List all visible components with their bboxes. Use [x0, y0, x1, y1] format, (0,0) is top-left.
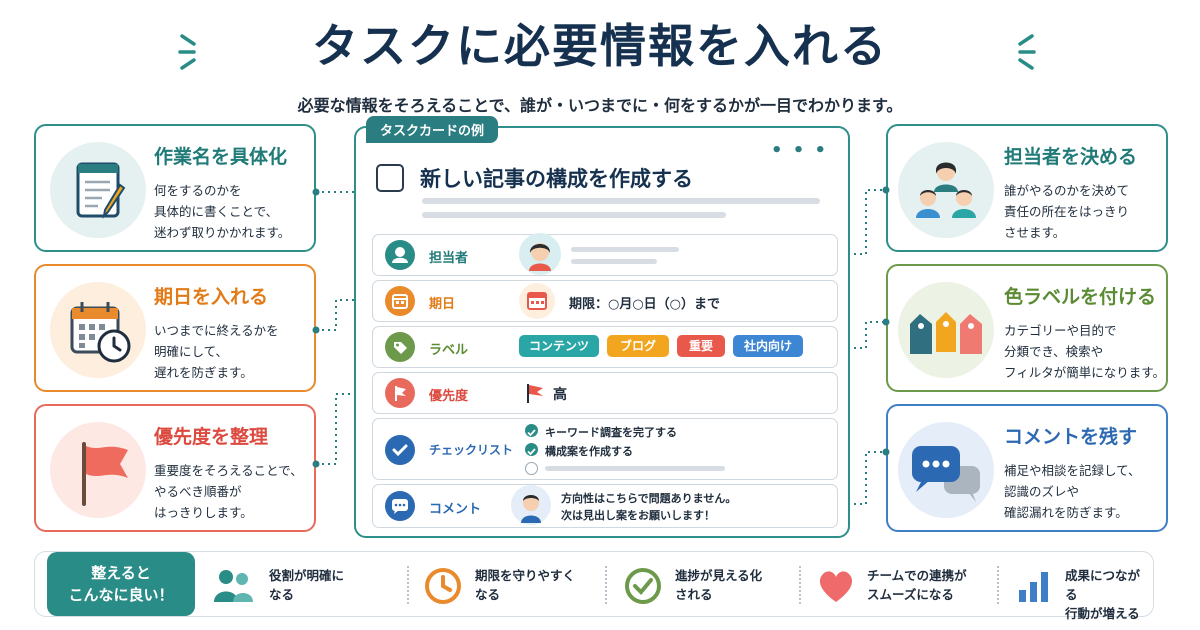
benefit-item: 成果につながる 行動が増える: [1015, 552, 1151, 621]
placeholder-line: [422, 198, 820, 204]
bar-chart-icon: [1019, 572, 1048, 602]
card-due-date: 期日を入れる いつまでに終えるかを 明確にして、 遅れを防ぎます。: [34, 264, 316, 392]
benefit-text: チームでの連携が スムーズになる: [867, 568, 967, 602]
checklist-item: 構成案を作成する: [545, 445, 633, 458]
benefits-tag: 整えると こんなに良い！: [47, 552, 195, 616]
red-flag-icon: [527, 384, 543, 403]
card-heading: 期日を入れる: [154, 286, 269, 308]
card-task-name: 作業名を具体化 何をするのかを 具体的に書くことで、 迷わず取りかかれます。: [34, 124, 316, 252]
row-label: コメント: [429, 502, 482, 517]
benefit-text: 進捗が見える化 される: [675, 568, 763, 602]
people-icon: [898, 142, 994, 238]
separator: [605, 566, 607, 604]
checked-icon[interactable]: [525, 443, 538, 456]
chip-internal[interactable]: 社内向け: [733, 335, 803, 357]
clock-icon: [425, 568, 461, 604]
tags-icon: [898, 282, 994, 378]
card-heading: 担当者を決める: [1004, 146, 1138, 168]
row-label: 優先度: [429, 389, 469, 404]
page-subtitle: 必要な情報をそろえることで、誰が・いつまでに・何をするかが一目でわかります。: [297, 96, 903, 115]
card-desc: カテゴリーや目的で 分類でき、検索や フィルタが簡単になります。: [1004, 323, 1166, 380]
checklist-item: キーワード調査を完了する: [545, 426, 677, 439]
chip-blog[interactable]: ブログ: [607, 335, 669, 357]
row-label: 期日: [429, 297, 456, 312]
placeholder-line: [571, 259, 657, 264]
benefit-item: 期限を守りやすく なる: [423, 552, 603, 616]
heart-icon: [819, 571, 853, 602]
placeholder-line: [422, 212, 726, 218]
more-options-icon[interactable]: • • •: [770, 140, 828, 161]
chat-bubbles-icon: [898, 422, 994, 518]
benefit-item: チームでの連携が スムーズになる: [815, 552, 1005, 616]
avatar: [519, 233, 561, 275]
unchecked-icon[interactable]: [525, 462, 538, 475]
benefit-text: 期限を守りやすく なる: [475, 568, 576, 602]
tag-icon: [385, 332, 415, 362]
sparkle-left-icon: [178, 34, 196, 70]
task-checkbox[interactable]: [376, 164, 404, 192]
page-title: タスクに必要情報を入れる: [312, 19, 888, 73]
comment-text: 方向性はこちらで問題ありません。 次は見出し案をお願いします！: [561, 490, 736, 524]
separator: [407, 566, 409, 604]
benefits-bar: 整えると こんなに良い！ 役割が明確に なる 期限を守りやすく なる 進捗が見え…: [34, 551, 1154, 621]
task-title: 新しい記事の構成を作成する: [420, 167, 693, 191]
card-comment: コメントを残す 補足や相談を記録して、 認識のズレや 確認漏れを防ぎます。: [886, 404, 1168, 532]
task-card-example: タスクカードの例 • • • 新しい記事の構成を作成する 担当者 期日 期限：○…: [354, 116, 850, 538]
checked-icon[interactable]: [525, 424, 538, 437]
row-priority[interactable]: 優先度 高: [372, 372, 838, 414]
row-label: 担当者: [429, 251, 469, 266]
placeholder-line: [571, 247, 679, 252]
card-desc: 補足や相談を記録して、 認識のズレや 確認漏れを防ぎます。: [1004, 463, 1141, 520]
row-label-tags[interactable]: ラベル コンテンツ ブログ 重要 社内向け: [372, 326, 838, 368]
calendar-icon: [519, 283, 555, 319]
benefit-text: 役割が明確に なる: [269, 568, 345, 602]
placeholder-line: [545, 466, 725, 471]
card-heading: 作業名を具体化: [154, 146, 288, 168]
due-value: 期限：○月○日（○）まで: [569, 297, 721, 312]
comment-line: 次は見出し案をお願いします！: [561, 509, 715, 522]
card-heading: 色ラベルを付ける: [1004, 286, 1157, 308]
separator: [799, 566, 801, 604]
sparkle-right-icon: [1018, 34, 1036, 70]
separator: [997, 566, 999, 604]
row-assignee[interactable]: 担当者: [372, 233, 838, 276]
card-desc: 何をするのかを 具体的に書くことで、 迷わず取りかかれます。: [154, 183, 291, 240]
notepad-pencil-icon: [50, 142, 146, 238]
row-comment[interactable]: コメント 方向性はこちらで問題ありません。 次は見出し案をお願いします！: [372, 484, 838, 528]
benefit-text: 成果につながる 行動が増える: [1065, 568, 1141, 621]
card-assignee: 担当者を決める 誰がやるのかを決めて 責任の所在をはっきり させます。: [886, 124, 1168, 252]
flag-icon: [385, 378, 415, 408]
priority-value: 高: [553, 387, 567, 403]
calendar-icon: [385, 286, 415, 316]
task-card-tag: タスクカードの例: [366, 116, 499, 143]
card-heading: コメントを残す: [1004, 426, 1138, 448]
card-desc: いつまでに終えるかを 明確にして、 遅れを防ぎます。: [154, 323, 279, 380]
flag-icon: [50, 422, 146, 518]
comment-line: 方向性はこちらで問題ありません。: [561, 492, 737, 505]
chip-important[interactable]: 重要: [677, 335, 725, 357]
card-color-label: 色ラベルを付ける カテゴリーや目的で 分類でき、検索や フィルタが簡単になります…: [886, 264, 1168, 392]
benefit-item: 役割が明確に なる: [211, 552, 401, 616]
people-icon: [214, 570, 253, 602]
avatar: [511, 485, 551, 525]
row-due-date[interactable]: 期日 期限：○月○日（○）まで: [372, 280, 838, 322]
card-heading: 優先度を整理: [154, 426, 269, 448]
benefit-item: 進捗が見える化 される: [623, 552, 803, 616]
chat-icon: [385, 491, 415, 521]
row-checklist[interactable]: チェックリスト キーワード調査を完了する 構成案を作成する: [372, 418, 838, 480]
card-desc: 誰がやるのかを決めて 責任の所在をはっきり させます。: [1004, 183, 1130, 240]
card-desc: 重要度をそろえることで、 やるべき順番が はっきりします。: [154, 463, 303, 520]
row-label: ラベル: [429, 343, 469, 358]
card-priority: 優先度を整理 重要度をそろえることで、 やるべき順番が はっきりします。: [34, 404, 316, 532]
check-circle-icon: [625, 568, 661, 604]
calendar-clock-icon: [50, 282, 146, 378]
row-label: チェックリスト: [429, 443, 514, 457]
chip-content[interactable]: コンテンツ: [519, 335, 599, 357]
check-icon: [385, 435, 415, 465]
person-icon: [385, 240, 415, 270]
